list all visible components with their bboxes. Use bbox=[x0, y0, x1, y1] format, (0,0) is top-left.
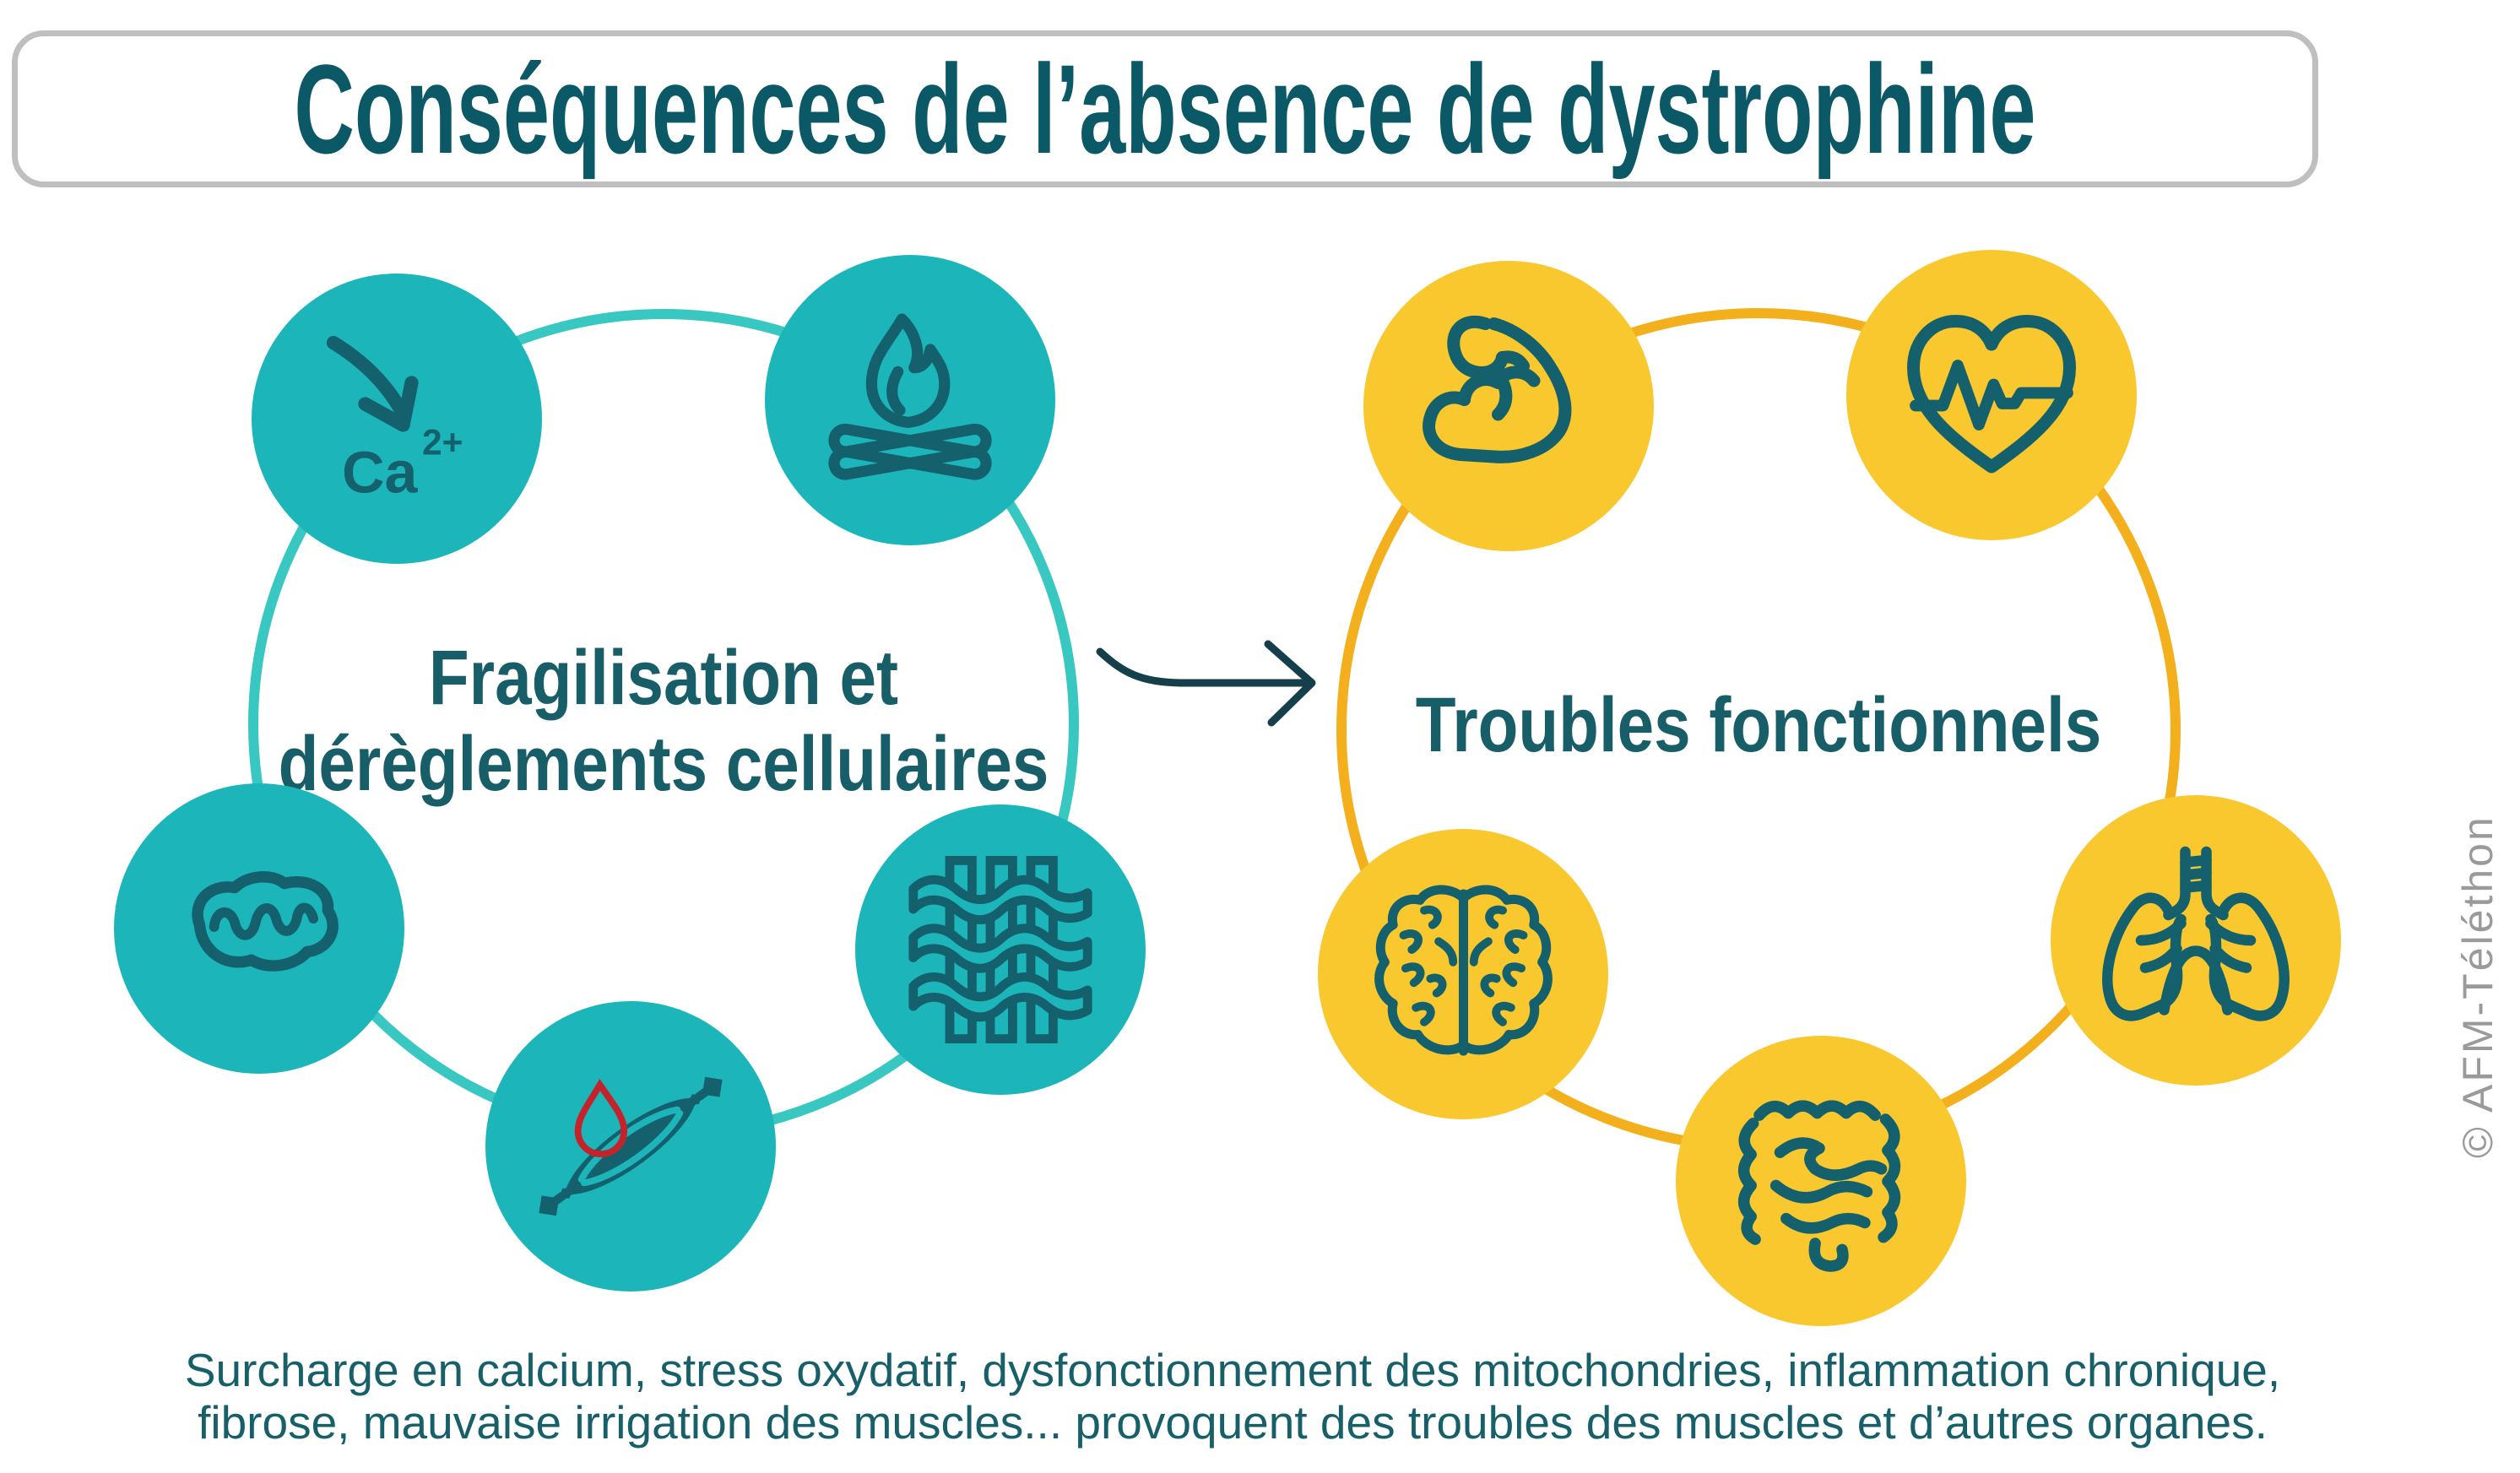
satellite-inflammation bbox=[765, 255, 1055, 545]
ca-charge: 2+ bbox=[422, 424, 463, 463]
brain-icon bbox=[1374, 884, 1553, 1056]
copyright-credit: © AFM-Téléthon bbox=[2454, 815, 2501, 1158]
left-cycle-label-line2: dérèglements cellulaires bbox=[278, 721, 1049, 807]
left-cycle-label-line1: Fragilisation et bbox=[428, 635, 899, 721]
satellite-muscles bbox=[1363, 261, 1654, 551]
fibrosis-weave-icon bbox=[908, 856, 1092, 1043]
satellite-lungs bbox=[2051, 795, 2341, 1086]
satellite-mitochondria bbox=[114, 783, 404, 1074]
footer-caption: Surcharge en calcium, stress oxydatif, d… bbox=[25, 1344, 2440, 1449]
calcium-influx-icon: Ca 2+ bbox=[326, 335, 463, 506]
mitochondria-icon bbox=[191, 870, 339, 972]
right-arrow-icon bbox=[1096, 640, 1316, 727]
satellite-muscle-irrigation bbox=[485, 1001, 776, 1292]
title-banner: Conséquences de l’absence de dystrophine bbox=[12, 30, 2318, 187]
footer-line2: fibrose, mauvaise irrigation des muscles… bbox=[198, 1396, 2268, 1449]
page-title: Conséquences de l’absence de dystrophine bbox=[294, 37, 2036, 180]
footer-line1: Surcharge en calcium, stress oxydatif, d… bbox=[184, 1344, 2281, 1396]
campfire-icon bbox=[828, 313, 992, 480]
muscle-blood-drop-icon bbox=[539, 1076, 723, 1216]
satellite-fibrosis bbox=[855, 804, 1146, 1095]
intestines-icon bbox=[1737, 1099, 1900, 1272]
blood-drop-outline bbox=[574, 1079, 628, 1157]
bicep-icon bbox=[1423, 315, 1572, 463]
satellite-calcium-influx: Ca 2+ bbox=[252, 273, 542, 564]
right-cycle-label: Troubles fonctionnels bbox=[1415, 682, 2102, 768]
heart-pulse-icon bbox=[1907, 315, 2076, 474]
ca-symbol: Ca bbox=[342, 440, 419, 506]
satellite-intestines bbox=[1676, 1036, 1966, 1326]
satellite-heart bbox=[1846, 250, 2137, 540]
satellite-brain bbox=[1318, 829, 1608, 1119]
lungs-icon bbox=[2102, 846, 2290, 1021]
left-cycle-label: Fragilisation et dérèglements cellulaire… bbox=[233, 635, 1094, 807]
